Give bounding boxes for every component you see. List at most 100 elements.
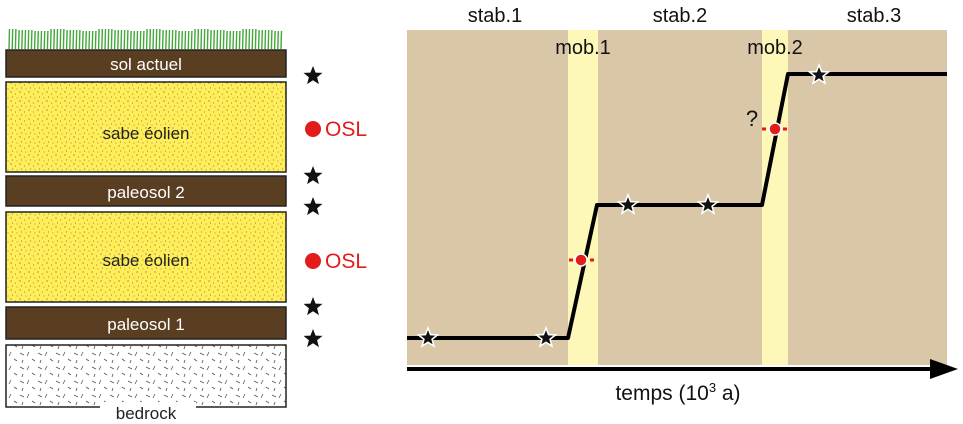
phase-label-stab1: stab.1 <box>468 5 522 27</box>
grass-blade <box>142 30 145 50</box>
grass-strip <box>8 28 283 50</box>
phase-label-mob2: mob.2 <box>747 37 803 59</box>
grass-blade <box>145 28 148 50</box>
grass-blade <box>254 28 257 50</box>
grass-blade <box>65 29 68 50</box>
time-axis-arrowhead <box>930 359 958 379</box>
grass-blade <box>245 28 247 50</box>
grass-blade <box>49 28 52 50</box>
grass-blade <box>261 29 263 50</box>
grass-blade <box>270 29 273 50</box>
grass-blade <box>280 30 283 50</box>
phase-label-stab3: stab.3 <box>847 5 901 27</box>
grass-blade <box>241 28 244 50</box>
grass-blade <box>97 28 100 50</box>
grass-blade <box>248 28 251 50</box>
grass-blade <box>62 28 65 50</box>
grass-blade <box>14 28 17 50</box>
grass-blade <box>24 29 27 50</box>
grass-blade <box>222 29 225 50</box>
grass-blade <box>235 30 238 50</box>
grass-blade <box>27 29 30 50</box>
grass-blade <box>152 28 155 50</box>
grass-blade <box>203 28 206 50</box>
grass-blade <box>43 30 46 50</box>
grass-blade <box>193 28 196 50</box>
grass-blade <box>91 30 94 50</box>
grass-blade <box>238 30 241 50</box>
grass-blade <box>21 29 23 50</box>
grass-blade <box>216 29 219 50</box>
osl-dot-icon <box>762 122 789 136</box>
layer-eolian-upper-label: sabe éolien <box>103 124 190 143</box>
grass-blade <box>206 28 209 50</box>
grass-blade <box>139 30 142 50</box>
time-axis-label: temps (103 a) <box>615 380 740 405</box>
grass-blade <box>88 30 91 50</box>
grass-blade <box>56 28 59 50</box>
grass-blade <box>40 30 43 50</box>
grass-blade <box>104 28 107 50</box>
layer-eolian-lower <box>5 211 287 303</box>
grass-blade <box>17 29 20 50</box>
grass-blade <box>69 29 71 50</box>
grass-blade <box>110 28 113 50</box>
grass-blade <box>59 28 62 50</box>
grass-blade <box>78 29 81 50</box>
grass-blade <box>123 29 126 50</box>
star-icon <box>303 197 323 216</box>
grass-blade <box>129 30 132 50</box>
layer-paleosol-1-label: paleosol 1 <box>107 315 185 334</box>
grass-blade <box>273 30 276 50</box>
grass-blade <box>126 29 129 50</box>
grass-blade <box>209 29 212 50</box>
grass-blade <box>197 28 199 50</box>
grass-blade <box>33 30 36 50</box>
grass-blade <box>136 30 139 50</box>
layer-paleosol-1 <box>5 306 287 340</box>
grass-blade <box>46 30 49 50</box>
layer-sol-actuel-label: sol actuel <box>110 55 182 74</box>
layer-sol-actuel <box>5 49 287 78</box>
osl-label-upper: OSL <box>325 118 367 141</box>
osl-dot-icon <box>569 253 594 267</box>
timeline-panel <box>407 30 947 365</box>
grass-blade <box>219 29 222 50</box>
grass-blade <box>81 30 84 50</box>
grass-blade <box>264 29 267 50</box>
grass-blade <box>113 29 116 50</box>
grass-blade <box>53 28 55 50</box>
layer-eolian-lower-label: sabe éolien <box>103 251 190 270</box>
layer-eolian-upper <box>5 81 287 173</box>
grass-blade <box>174 29 177 50</box>
grass-blade <box>168 29 171 50</box>
grass-blade <box>117 29 119 50</box>
grass-blade <box>85 30 87 50</box>
osl-dot-icon <box>305 121 321 137</box>
bedrock-label-bg <box>100 402 196 424</box>
grass-blade <box>161 29 164 50</box>
star-icon <box>303 66 323 85</box>
grass-blade <box>37 30 39 50</box>
osl-label-lower: OSL <box>325 250 367 273</box>
osl-dot-icon <box>305 253 321 269</box>
star-icon <box>303 297 323 316</box>
grass-blade <box>177 30 180 50</box>
grass-blade <box>155 28 158 50</box>
grass-blade <box>277 30 279 50</box>
grass-blade <box>184 30 187 50</box>
grass-blade <box>165 29 167 50</box>
grass-blade <box>267 29 270 50</box>
layer-paleosol-2-label: paleosol 2 <box>107 183 185 202</box>
grass-blade <box>94 30 97 50</box>
mobilisation-band-2 <box>762 30 788 365</box>
grass-blade <box>8 28 11 50</box>
layer-paleosol-2 <box>5 175 287 207</box>
grass-blade <box>171 29 174 50</box>
phase-label-stab2: stab.2 <box>653 5 707 27</box>
grass-blade <box>72 29 75 50</box>
grass-blade <box>101 28 103 50</box>
grass-blade <box>225 30 228 50</box>
grass-blade <box>158 28 161 50</box>
